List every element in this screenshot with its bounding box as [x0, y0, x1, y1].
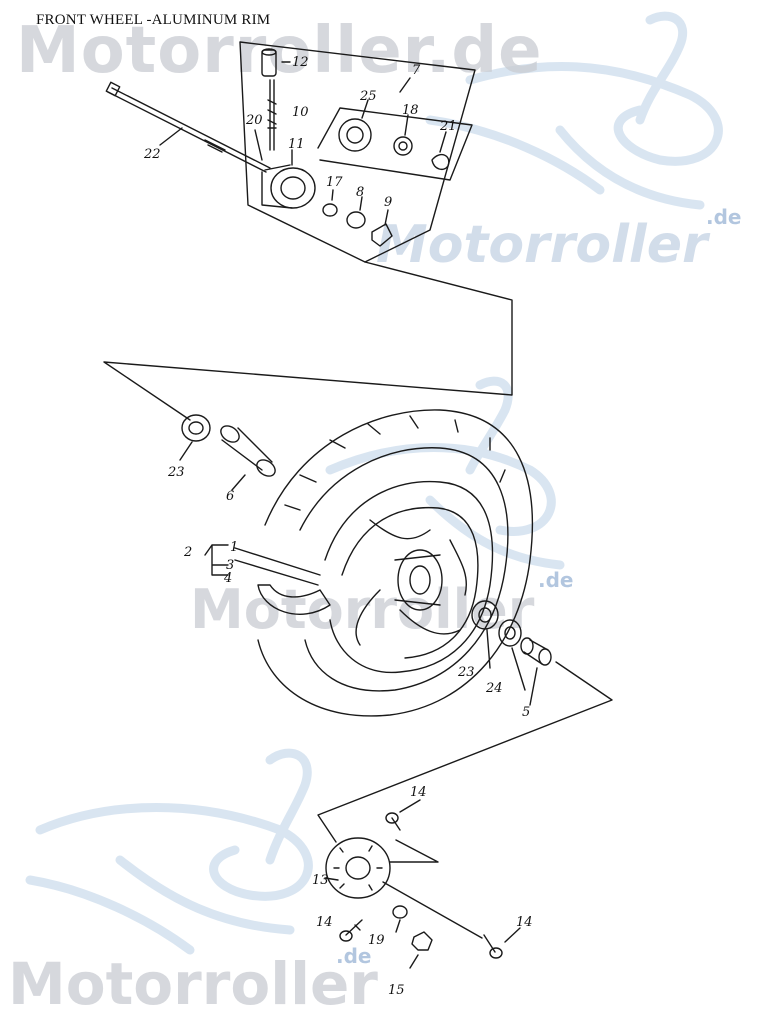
- washer-19: [392, 905, 408, 919]
- watermark-suffix-3: .de: [336, 944, 372, 968]
- label-3: 3: [226, 558, 234, 573]
- label-7: 7: [412, 63, 421, 78]
- label-8: 8: [356, 185, 364, 200]
- watermark-text-bottom: Motorroller: [8, 950, 378, 1018]
- axle-thread: [204, 139, 226, 153]
- label-14-left: 14: [316, 915, 333, 930]
- callout-bracket-2-4: [204, 544, 229, 576]
- fender-bracket: [257, 584, 331, 615]
- label-9: 9: [384, 195, 392, 210]
- nut-8: [346, 211, 366, 229]
- bracket-arm: [234, 547, 321, 586]
- label-14-top: 14: [410, 785, 427, 800]
- label-17: 17: [326, 175, 343, 190]
- label-18: 18: [402, 103, 419, 118]
- diagram-title: FRONT WHEEL -ALUMINUM RIM: [36, 12, 271, 28]
- label-24: 24: [485, 681, 503, 696]
- label-4: 4: [223, 571, 232, 586]
- label-10: 10: [292, 105, 309, 120]
- hub-assembly-frame: [239, 41, 476, 263]
- bearing-kit-frame: [317, 107, 473, 181]
- nut-15: [411, 931, 433, 951]
- bearing-23-left: [181, 414, 211, 442]
- scooter-logo-top: [425, 11, 723, 210]
- axle-head: [105, 81, 121, 97]
- label-12: 12: [292, 55, 309, 70]
- rim-inner: [341, 506, 479, 659]
- oil-seal-25: [338, 118, 372, 152]
- spindle-10: [269, 79, 275, 151]
- label-5: 5: [522, 705, 530, 720]
- label-19: 19: [368, 933, 385, 948]
- bolt-14-left: [345, 919, 363, 936]
- pin-20: [254, 129, 263, 161]
- speedometer-gear-11: [270, 167, 316, 209]
- label-23-right: 23: [457, 665, 475, 680]
- watermark-suffix-2: .de: [538, 568, 574, 592]
- tire-inner: [299, 447, 509, 692]
- brake-disc-13: [325, 837, 391, 899]
- label-11: 11: [288, 137, 305, 152]
- watermark-suffix-1: .de: [706, 205, 742, 229]
- washer-18: [393, 136, 413, 156]
- tread-marks: [284, 415, 506, 511]
- scooter-logo-bottom: [25, 748, 313, 955]
- label-2: 2: [183, 545, 192, 560]
- label-25: 25: [359, 89, 377, 104]
- tire-outer: [257, 409, 533, 717]
- label-14-right: 14: [516, 915, 533, 930]
- leader-lines: [159, 61, 538, 969]
- label-15: 15: [388, 983, 405, 998]
- label-23-left: 23: [167, 465, 185, 480]
- collar-5: [523, 639, 549, 665]
- rim-outer: [324, 480, 494, 674]
- front-axle: [107, 87, 271, 173]
- rim-spokes: [355, 519, 467, 646]
- label-20: 20: [245, 113, 263, 128]
- guide-line-bottom: [317, 661, 613, 843]
- seal-24: [498, 619, 522, 647]
- bolt-14-right: [483, 934, 496, 953]
- label-6: 6: [226, 489, 234, 504]
- bolt-leader-lines: [382, 839, 483, 939]
- watermark-text-middle: Motorroller: [190, 578, 535, 641]
- watermark-text-top: Motorroller.de: [16, 14, 543, 88]
- bearing-23-right: [471, 600, 499, 630]
- cap-12: [261, 49, 277, 77]
- label-21: 21: [439, 119, 457, 134]
- nut-9: [371, 223, 393, 247]
- clip-21: [431, 153, 450, 171]
- label-22: 22: [143, 147, 161, 162]
- scooter-logo-middle: [325, 376, 565, 570]
- wheel-hub: [397, 549, 443, 611]
- spacer-6: [221, 427, 273, 471]
- label-1: 1: [230, 540, 238, 555]
- label-13: 13: [312, 873, 329, 888]
- washer-17: [322, 203, 338, 217]
- guide-line-top: [103, 261, 513, 421]
- bolt-14-top: [391, 817, 401, 831]
